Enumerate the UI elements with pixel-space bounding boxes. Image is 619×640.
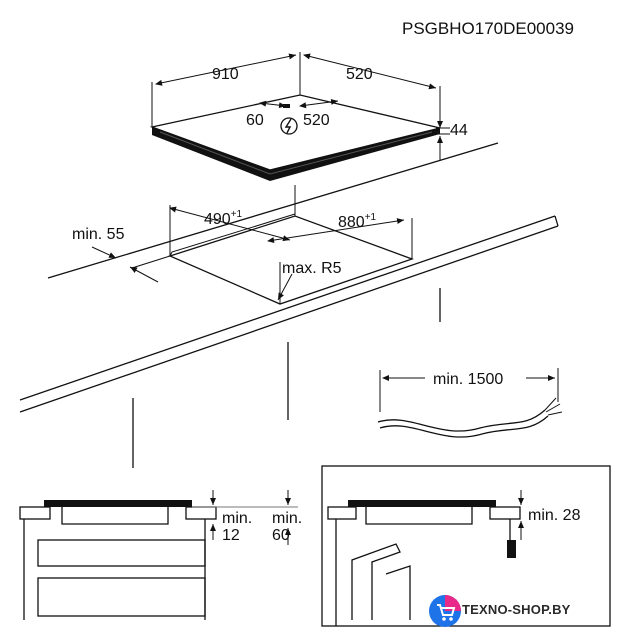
cutout-length-tolerance: +1 bbox=[365, 212, 377, 223]
cable-min-length-label: min. 1500 bbox=[433, 371, 503, 388]
section-b-gap-label: min. 28 bbox=[528, 507, 581, 524]
cutout-length-value: 880 bbox=[338, 214, 365, 231]
cutout-width-label: 490+1 bbox=[204, 209, 243, 228]
watermark: TEXNO-SHOP.BY bbox=[428, 590, 618, 634]
connection-depth-label: 520 bbox=[303, 112, 330, 129]
section-a-depth-value: 60 bbox=[272, 527, 290, 544]
worktop-drawing bbox=[19, 142, 559, 468]
watermark-text: TEXNO-SHOP.BY bbox=[462, 602, 571, 617]
hob-depth-label: 520 bbox=[346, 66, 373, 83]
connection-offset-label: 60 bbox=[246, 112, 264, 129]
section-a-drawing bbox=[19, 490, 298, 620]
section-a-gap-value: 12 bbox=[222, 527, 240, 544]
cutout-radius-label: max. R5 bbox=[282, 260, 342, 277]
hob-height-label: 44 bbox=[450, 122, 468, 139]
section-a-depth-label: min. bbox=[272, 510, 302, 527]
cutout-length-label: 880+1 bbox=[338, 212, 377, 231]
cutout-min-edge-label: min. 55 bbox=[72, 226, 125, 243]
cutout-width-tolerance: +1 bbox=[231, 209, 243, 220]
power-connection-icon bbox=[280, 117, 298, 135]
shop-cart-icon bbox=[429, 595, 461, 627]
section-a-gap-label: min. bbox=[222, 510, 252, 527]
cable-drawing bbox=[377, 368, 563, 438]
hob-width-label: 910 bbox=[212, 66, 239, 83]
cutout-width-value: 490 bbox=[204, 211, 231, 228]
product-code: PSGBHO170DE00039 bbox=[402, 19, 574, 38]
section-b-drawing bbox=[321, 465, 611, 627]
hob-drawing bbox=[149, 52, 450, 181]
